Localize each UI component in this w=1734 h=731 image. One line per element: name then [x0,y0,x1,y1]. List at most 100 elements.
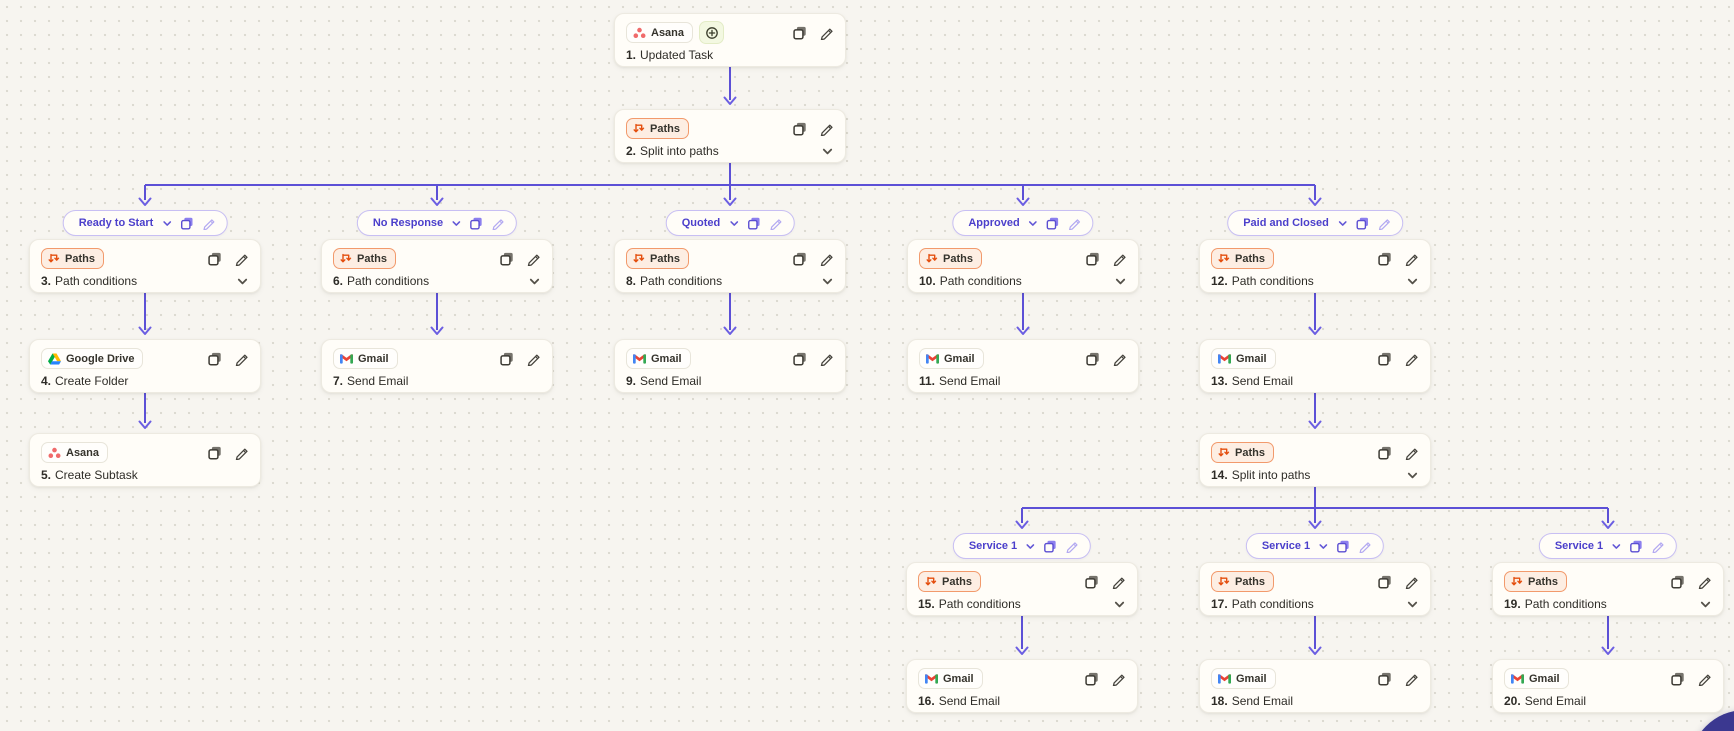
help-bubble[interactable] [1690,710,1734,731]
chevron-down-icon[interactable] [1114,275,1127,288]
copy-icon[interactable] [180,217,193,230]
copy-icon[interactable] [1356,217,1369,230]
node-18-send-email[interactable]: Gmail 18. Send Email [1199,659,1431,713]
node-16-send-email[interactable]: Gmail 16. Send Email [906,659,1138,713]
copy-icon[interactable] [470,217,483,230]
copy-icon[interactable] [1044,540,1057,553]
edit-icon[interactable] [1651,539,1665,553]
chevron-down-icon[interactable] [236,275,249,288]
edit-icon[interactable] [234,251,249,266]
node-9-send-email[interactable]: Gmail 9. Send Email [614,339,846,393]
edit-icon[interactable] [1112,351,1127,366]
chevron-down-icon[interactable] [728,218,739,229]
node-20-send-email[interactable]: Gmail 20. Send Email [1492,659,1724,713]
node-13-send-email[interactable]: Gmail 13. Send Email [1199,339,1431,393]
copy-icon[interactable] [1085,575,1099,589]
edit-icon[interactable] [768,216,782,230]
edit-icon[interactable] [526,251,541,266]
copy-icon[interactable] [793,352,807,366]
edit-icon[interactable] [819,25,834,40]
edit-icon[interactable] [234,351,249,366]
edit-icon[interactable] [1404,251,1419,266]
chevron-down-icon[interactable] [1337,218,1348,229]
edit-icon[interactable] [234,445,249,460]
chevron-down-icon[interactable] [821,145,834,158]
edit-icon[interactable] [1697,574,1712,589]
edit-icon[interactable] [1111,671,1126,686]
node-4-create-folder[interactable]: Google Drive 4. Create Folder [29,339,261,393]
copy-icon[interactable] [1378,252,1392,266]
edit-icon[interactable] [1404,351,1419,366]
chevron-down-icon[interactable] [1406,469,1419,482]
chevron-down-icon[interactable] [1113,598,1126,611]
edit-icon[interactable] [491,216,505,230]
edit-icon[interactable] [819,251,834,266]
chevron-down-icon[interactable] [1406,275,1419,288]
pill-paid-and-closed[interactable]: Paid and Closed [1227,210,1403,236]
copy-icon[interactable] [1378,352,1392,366]
node-3-path-conditions[interactable]: Paths 3. Path conditions [29,239,261,293]
node-14-split-into-paths[interactable]: Paths 14. Split into paths [1199,433,1431,487]
edit-icon[interactable] [1112,251,1127,266]
edit-icon[interactable] [1111,574,1126,589]
copy-icon[interactable] [747,217,760,230]
copy-icon[interactable] [208,252,222,266]
chevron-down-icon[interactable] [1406,598,1419,611]
copy-icon[interactable] [1378,672,1392,686]
pill-service-1-c[interactable]: Service 1 [1538,533,1678,559]
node-6-path-conditions[interactable]: Paths 6. Path conditions [321,239,553,293]
node-7-send-email[interactable]: Gmail 7. Send Email [321,339,553,393]
pill-ready-to-start[interactable]: Ready to Start [62,210,228,236]
edit-icon[interactable] [1068,216,1082,230]
node-10-path-conditions[interactable]: Paths 10. Path conditions [907,239,1139,293]
copy-icon[interactable] [1085,672,1099,686]
node-5-create-subtask[interactable]: Asana 5. Create Subtask [29,433,261,487]
copy-icon[interactable] [1086,352,1100,366]
copy-icon[interactable] [1047,217,1060,230]
node-2-split-into-paths[interactable]: Paths 2. Split into paths [614,109,846,163]
copy-icon[interactable] [500,352,514,366]
chevron-down-icon[interactable] [821,275,834,288]
copy-icon[interactable] [500,252,514,266]
copy-icon[interactable] [208,352,222,366]
edit-icon[interactable] [1377,216,1391,230]
copy-icon[interactable] [1337,540,1350,553]
node-15-path-conditions[interactable]: Paths 15. Path conditions [906,562,1138,616]
chevron-down-icon[interactable] [1025,541,1036,552]
chevron-down-icon[interactable] [1611,541,1622,552]
edit-icon[interactable] [1404,445,1419,460]
copy-icon[interactable] [208,446,222,460]
node-12-path-conditions[interactable]: Paths 12. Path conditions [1199,239,1431,293]
pill-service-1-a[interactable]: Service 1 [952,533,1092,559]
pill-quoted[interactable]: Quoted [665,210,795,236]
node-17-path-conditions[interactable]: Paths 17. Path conditions [1199,562,1431,616]
edit-icon[interactable] [1404,671,1419,686]
copy-icon[interactable] [793,26,807,40]
node-11-send-email[interactable]: Gmail 11. Send Email [907,339,1139,393]
node-19-path-conditions[interactable]: Paths 19. Path conditions [1492,562,1724,616]
chevron-down-icon[interactable] [528,275,541,288]
chevron-down-icon[interactable] [1028,218,1039,229]
chevron-down-icon[interactable] [451,218,462,229]
edit-icon[interactable] [819,121,834,136]
edit-icon[interactable] [1358,539,1372,553]
edit-icon[interactable] [1697,671,1712,686]
node-8-path-conditions[interactable]: Paths 8. Path conditions [614,239,846,293]
pill-service-1-b[interactable]: Service 1 [1245,533,1385,559]
edit-icon[interactable] [1404,574,1419,589]
chevron-down-icon[interactable] [1318,541,1329,552]
copy-icon[interactable] [1086,252,1100,266]
edit-icon[interactable] [526,351,541,366]
edit-icon[interactable] [201,216,215,230]
chevron-down-icon[interactable] [1699,598,1712,611]
copy-icon[interactable] [793,122,807,136]
pill-approved[interactable]: Approved [952,210,1094,236]
node-1-updated-task[interactable]: Asana 1. Updated Task [614,13,846,67]
chevron-down-icon[interactable] [161,218,172,229]
copy-icon[interactable] [1671,575,1685,589]
add-step-button[interactable] [699,21,725,44]
copy-icon[interactable] [793,252,807,266]
edit-icon[interactable] [1065,539,1079,553]
copy-icon[interactable] [1630,540,1643,553]
